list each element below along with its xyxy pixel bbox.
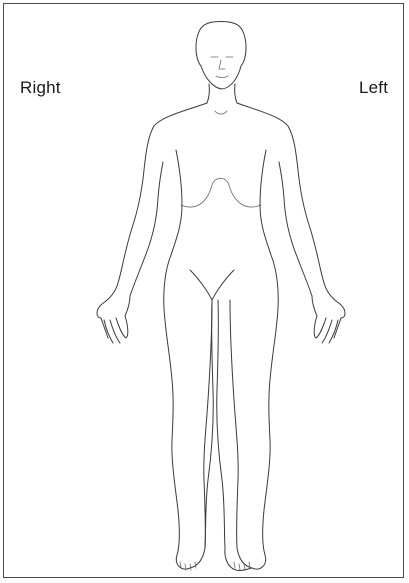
torso-left-side — [230, 150, 278, 569]
left-inner-arm — [279, 162, 312, 296]
sternal-notch — [215, 111, 227, 114]
nose — [219, 60, 225, 69]
torso-right-outline — [97, 103, 207, 318]
torso-left-outline — [237, 103, 345, 318]
torso-right-side — [164, 150, 212, 569]
right-hand — [101, 296, 130, 343]
mouth — [216, 76, 228, 78]
right-inner-arm — [130, 162, 163, 296]
left-foot-outline — [225, 548, 252, 571]
neck-right — [207, 84, 209, 103]
left-hand — [312, 296, 341, 343]
head-outline — [196, 22, 246, 90]
neck-left — [235, 84, 237, 103]
left-leg-inner — [217, 300, 225, 548]
groin-line — [190, 270, 234, 300]
chest-line — [181, 178, 261, 207]
